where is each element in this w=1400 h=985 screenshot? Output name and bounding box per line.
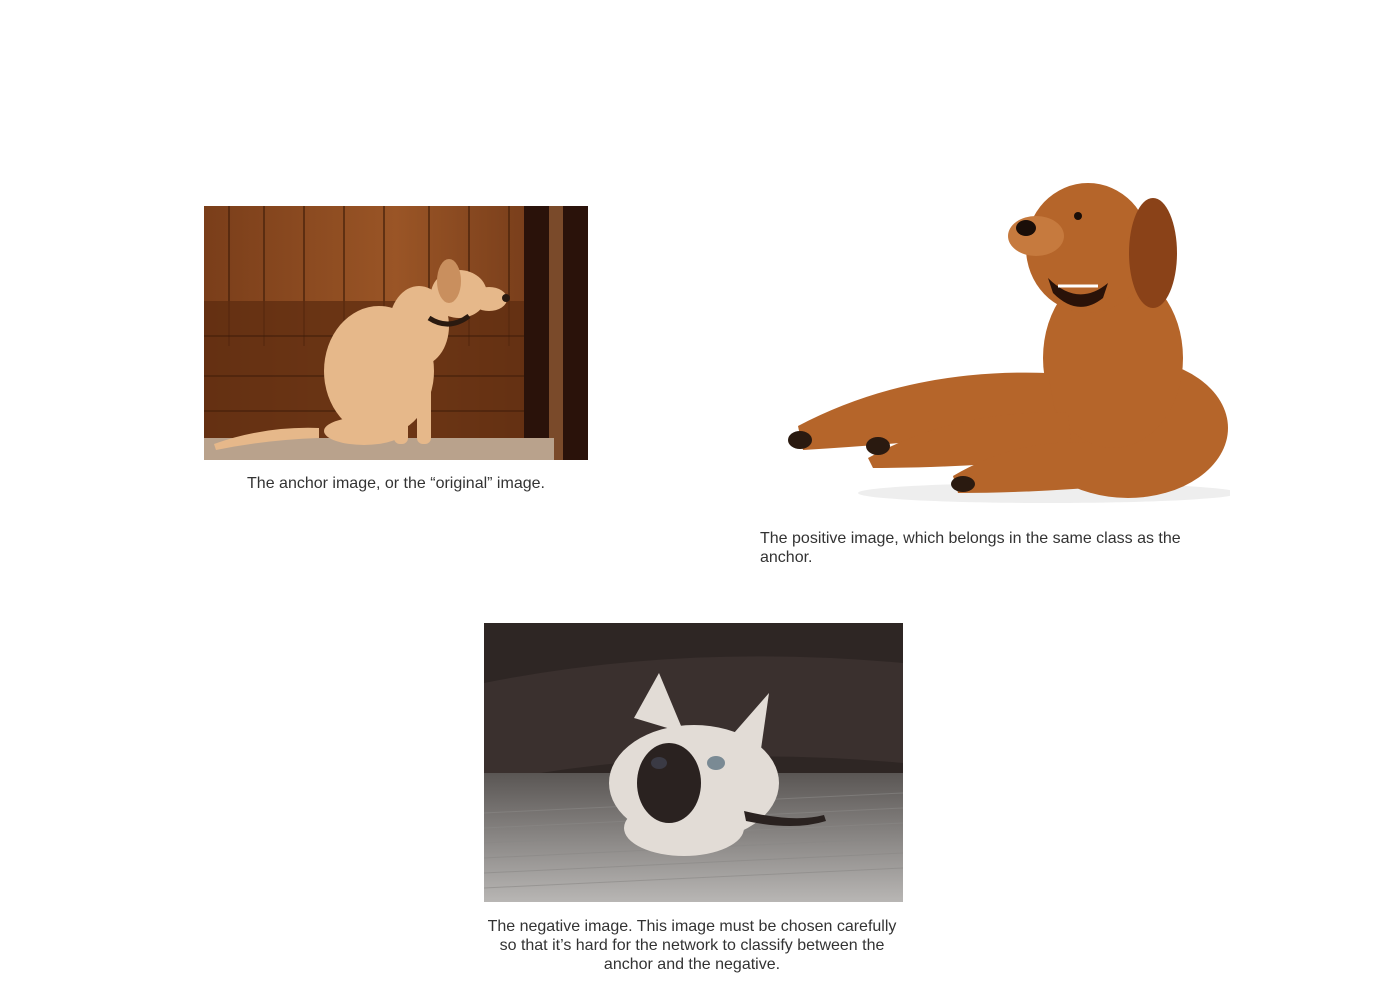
- negative-cat-illustration: [484, 623, 903, 902]
- anchor-image: [204, 206, 588, 460]
- negative-image: [484, 623, 903, 902]
- anchor-caption: The anchor image, or the “original” imag…: [247, 475, 545, 492]
- anchor-dog-illustration: [204, 206, 588, 460]
- positive-image: [758, 158, 1230, 510]
- positive-caption: The positive image, which belongs in the…: [760, 530, 1181, 566]
- negative-caption: The negative image. This image must be c…: [487, 918, 897, 973]
- positive-dog-illustration: [758, 158, 1230, 510]
